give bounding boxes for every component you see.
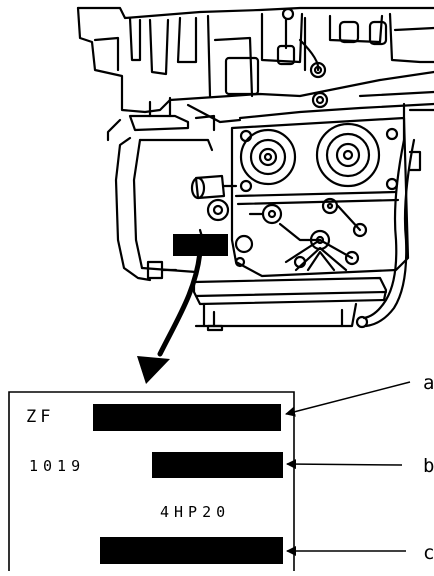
plate-line-4-redacted-field	[100, 537, 283, 564]
callout-b-label: b	[423, 455, 434, 477]
callout-b-leader	[286, 459, 403, 470]
id-plate: ZF 1019 4HP20	[8, 391, 295, 571]
id-plate-border	[8, 391, 295, 571]
transmission-housing-drawing	[76, 6, 434, 332]
nameplate-location-marker	[173, 234, 228, 256]
plate-line-2-prefix: 1019	[29, 457, 85, 475]
callout-a-label: a	[423, 372, 434, 394]
callout-a-leader	[285, 381, 411, 417]
callout-c-label: c	[423, 542, 434, 564]
plate-line-1-redacted-field	[93, 404, 281, 431]
curved-arrow-icon	[137, 249, 203, 384]
plate-line-1-prefix: ZF	[26, 407, 54, 427]
plate-line-2-redacted-field	[152, 452, 283, 478]
plate-line-3-text: 4HP20	[160, 503, 230, 521]
